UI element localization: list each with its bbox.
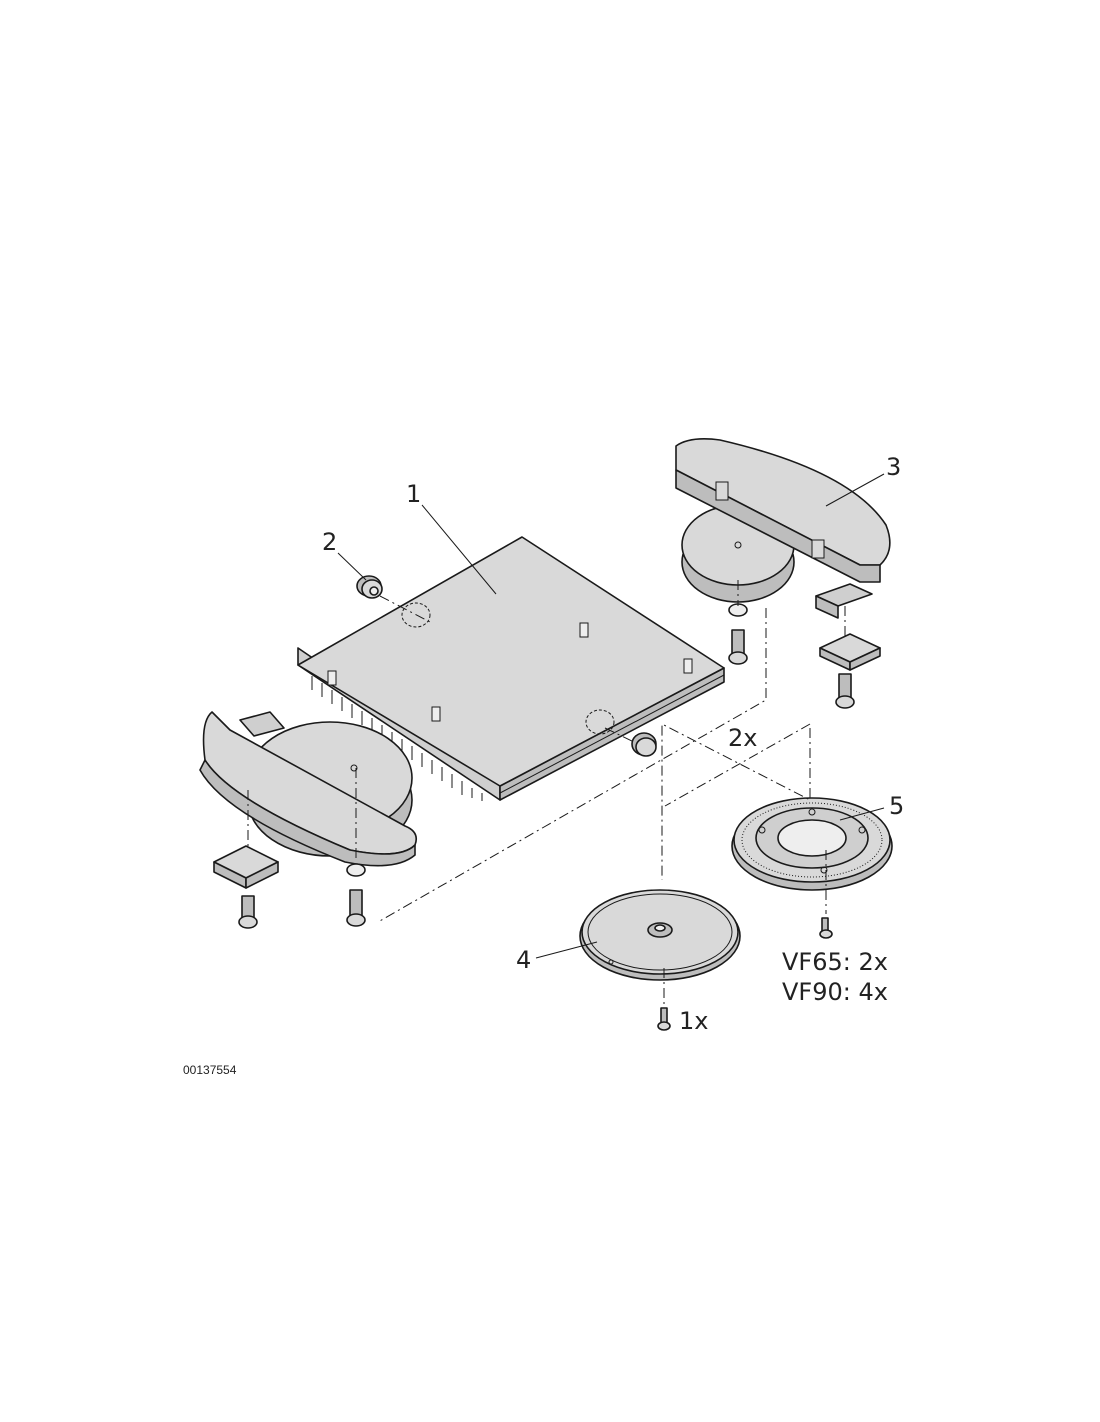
part-5-ring-plate [731,797,893,939]
callout-2: 2 [322,528,337,556]
quantity-vf65: VF65: 2x [782,948,888,976]
callout-3: 3 [886,453,901,481]
plate-slots [311,676,483,801]
assembly-lines [377,580,846,923]
quantity-vf90: VF90: 4x [782,978,888,1006]
callout-4: 4 [516,946,531,974]
part-3-end-cap [675,438,891,619]
part-1-base-plate [297,536,725,801]
left-end-cap [199,711,418,929]
callout-5: 5 [889,792,904,820]
part-2-bushing [356,575,431,623]
callout-1: 1 [406,480,421,508]
document-id: 00137554 [183,1063,237,1077]
part-2-bushing-second [604,727,657,757]
part-3-hardware [728,603,881,709]
quantity-1x: 1x [679,1007,708,1035]
part-4-disc [579,889,741,1031]
quantity-2x: 2x [728,724,757,752]
stud-icon [327,622,693,722]
leader-lines [337,473,885,959]
